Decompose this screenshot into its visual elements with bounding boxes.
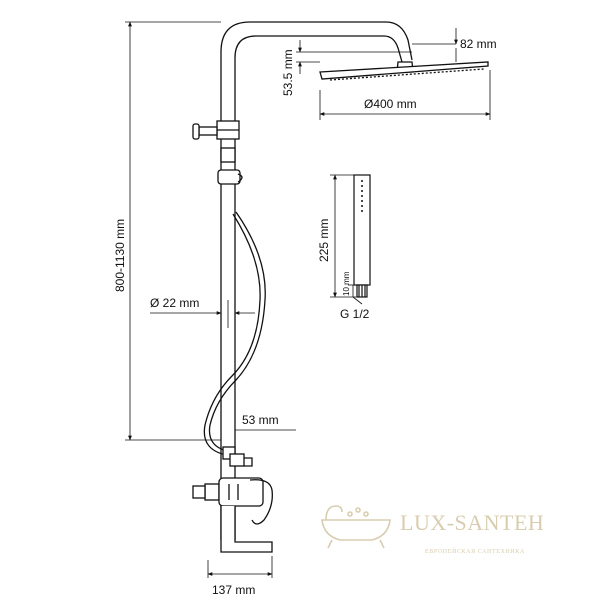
shower-column (192, 21, 489, 553)
watermark-brand: LUX-SANTEH (400, 510, 544, 535)
head-thickness-label: 53.5 mm (281, 49, 295, 96)
diverter-knob (192, 123, 218, 140)
height-range-label: 800-1130 mm (113, 219, 127, 292)
mixer-body (192, 477, 273, 525)
hand-shower-base-label: 10 mm (342, 271, 351, 296)
head-offset-label: 82 mm (460, 37, 497, 51)
lower-connector (222, 446, 253, 467)
pipe-diameter-label: Ø 22 mm (150, 296, 199, 310)
spray-nozzles-icon (361, 180, 363, 212)
bath-spout (220, 506, 273, 553)
watermark: LUX-SANTEH ЕВРОПЕЙСКАЯ САНТЕХНИКА (321, 505, 544, 555)
mixer-offset-label: 53 mm (242, 413, 279, 427)
dimension-labels: 82 mm 53.5 mm Ø400 mm 800-1130 mm Ø 22 m… (113, 37, 497, 597)
bathtub-logo-icon (321, 505, 391, 549)
hand-shower-length-label: 225 mm (317, 219, 331, 262)
dimension-lines (125, 21, 491, 578)
hand-shower-detail (330, 174, 371, 305)
spout-length-label: 137 mm (212, 583, 255, 597)
head-diameter-label: Ø400 mm (364, 97, 417, 111)
riser-pipe (220, 21, 413, 540)
shower-head (319, 61, 489, 81)
shower-hose (203, 213, 261, 457)
hand-shower-holder (217, 147, 243, 185)
thread-label: G 1/2 (340, 307, 370, 321)
watermark-tagline: ЕВРОПЕЙСКАЯ САНТЕХНИКА (425, 547, 525, 555)
